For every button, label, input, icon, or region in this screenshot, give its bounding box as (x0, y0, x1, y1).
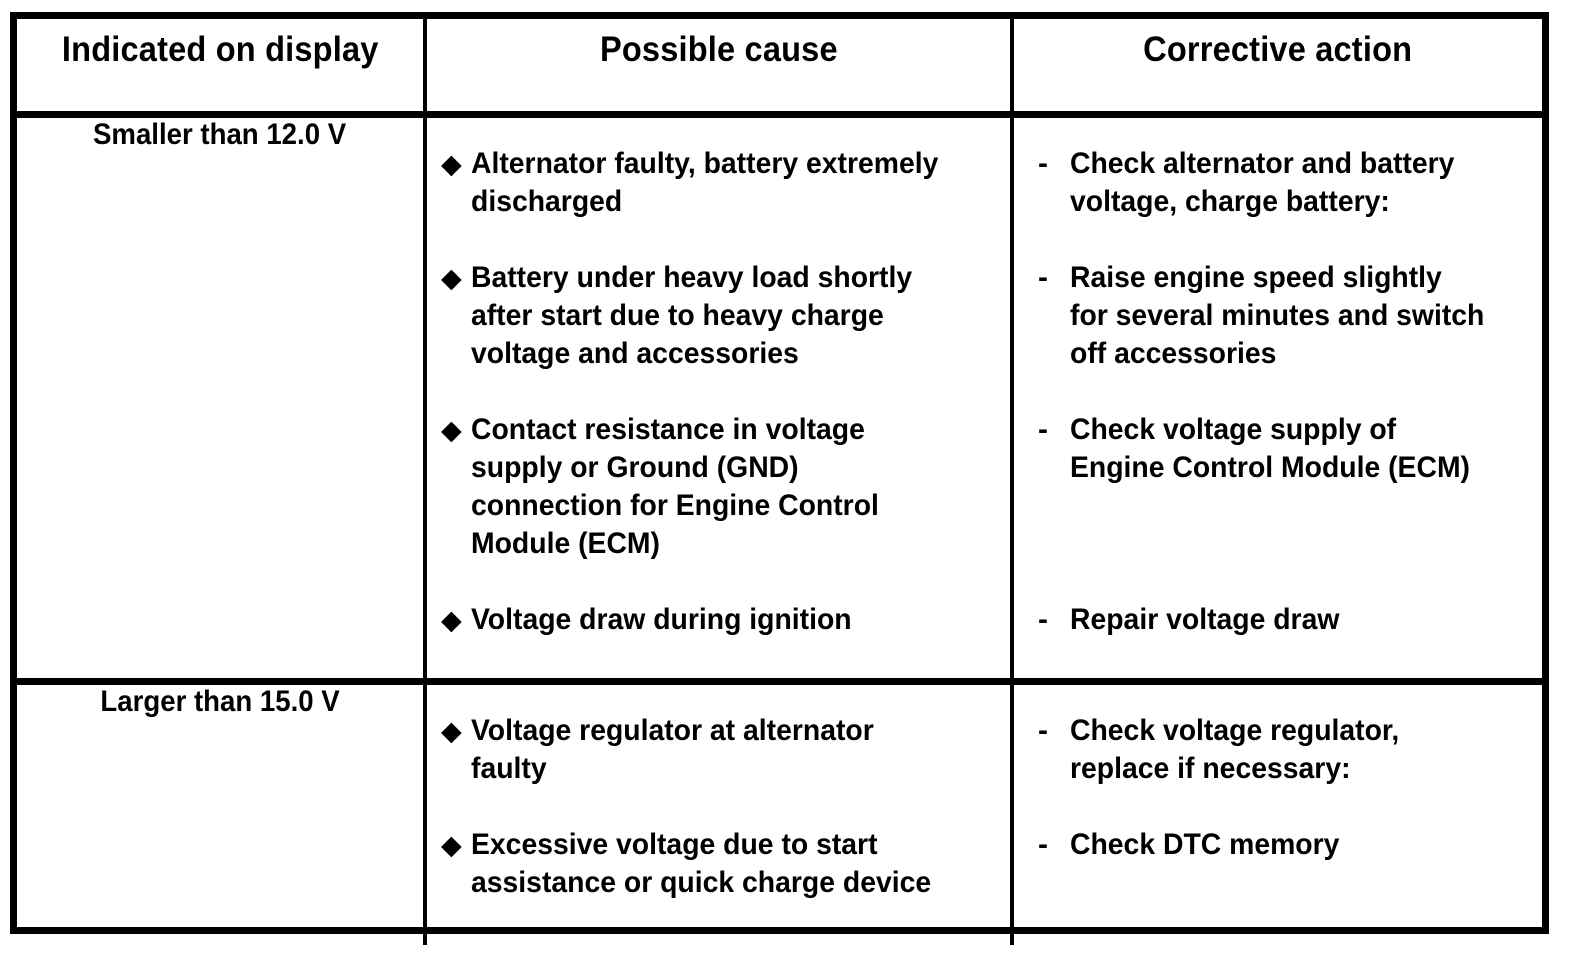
cause-list: ◆ Voltage regulator at alternator faulty… (427, 685, 1010, 902)
cell-indicated-condition: Larger than 15.0 V (17, 681, 427, 945)
diamond-bullet-icon: ◆ (441, 716, 462, 746)
action-text: Check voltage regulator, replace if nece… (1070, 714, 1400, 785)
list-item: ◆ Battery under heavy load shortly after… (441, 259, 1000, 373)
column-header-indicated-on-display: Indicated on display (17, 19, 427, 118)
dash-bullet-icon: - (1038, 413, 1048, 446)
action-text: Repair voltage draw (1070, 603, 1340, 636)
list-item: ◆ Voltage regulator at alternator faulty (441, 712, 1000, 788)
list-item: - Check voltage supply of Engine Control… (1038, 411, 1532, 487)
cell-possible-causes: ◆ Alternator faulty, battery extremely d… (425, 114, 1014, 685)
indicated-condition-value: Larger than 15.0 V (100, 685, 340, 718)
action-text: Check DTC memory (1070, 828, 1340, 861)
list-item: - Check alternator and battery voltage, … (1038, 145, 1532, 221)
diamond-bullet-icon: ◆ (441, 263, 462, 293)
table-row: Smaller than 12.0 V ◆ Alternator faulty,… (17, 114, 1542, 685)
spacer (1038, 221, 1532, 259)
cell-corrective-actions: - Check voltage regulator, replace if ne… (1012, 682, 1542, 946)
cell-corrective-actions: - Check alternator and battery voltage, … (1012, 114, 1542, 685)
column-header-corrective-action: Corrective action (1012, 19, 1542, 118)
dash-bullet-icon: - (1038, 828, 1048, 861)
action-list: - Check voltage regulator, replace if ne… (1014, 685, 1542, 864)
table-header-row: Indicated on display Possible cause Corr… (17, 19, 1542, 118)
diagnostic-table: Indicated on display Possible cause Corr… (17, 19, 1542, 945)
diamond-bullet-icon: ◆ (441, 415, 462, 445)
cause-text: Voltage regulator at alternator faulty (471, 714, 874, 785)
dash-bullet-icon: - (1038, 147, 1048, 180)
list-item: ◆ Voltage draw during ignition (441, 601, 1000, 639)
spacer (441, 373, 1000, 411)
spacer (1038, 788, 1532, 826)
cause-text: Voltage draw during ignition (471, 603, 852, 636)
cell-possible-causes: ◆ Voltage regulator at alternator faulty… (425, 681, 1014, 945)
diagnostic-table-frame: Indicated on display Possible cause Corr… (10, 12, 1549, 945)
list-item: ◆ Excessive voltage due to start assista… (441, 826, 1000, 902)
list-item: - Check voltage regulator, replace if ne… (1038, 712, 1532, 788)
diamond-bullet-icon: ◆ (441, 605, 462, 635)
column-header-cause-label: Possible cause (599, 30, 838, 69)
column-header-indicated-label: Indicated on display (61, 30, 379, 69)
list-item: - Repair voltage draw (1038, 601, 1532, 639)
list-item: - Check DTC memory (1038, 826, 1532, 864)
spacer (441, 563, 1000, 601)
cause-text: Battery under heavy load shortly after s… (471, 261, 913, 370)
action-list: - Check alternator and battery voltage, … (1014, 118, 1542, 639)
spacer (441, 221, 1000, 259)
diamond-bullet-icon: ◆ (441, 149, 462, 179)
column-header-action-label: Corrective action (1143, 30, 1413, 69)
dash-bullet-icon: - (1038, 603, 1048, 636)
spacer (1038, 373, 1532, 411)
list-item: - Raise engine speed slightly for severa… (1038, 259, 1532, 373)
cause-text: Contact resistance in voltage supply or … (471, 413, 879, 560)
dash-bullet-icon: - (1038, 714, 1048, 747)
table-row: Larger than 15.0 V ◆ Voltage regulator a… (17, 681, 1542, 946)
action-text: Check alternator and battery voltage, ch… (1070, 147, 1455, 218)
list-item: ◆ Alternator faulty, battery extremely d… (441, 145, 1000, 221)
spacer (441, 788, 1000, 826)
dash-bullet-icon: - (1038, 261, 1048, 294)
diamond-bullet-icon: ◆ (441, 830, 462, 860)
list-item: ◆ Contact resistance in voltage supply o… (441, 411, 1000, 563)
cell-indicated-condition: Smaller than 12.0 V (17, 114, 427, 685)
indicated-condition-value: Smaller than 12.0 V (93, 118, 347, 151)
cause-text: Excessive voltage due to start assistanc… (471, 828, 932, 899)
column-header-possible-cause: Possible cause (425, 19, 1014, 118)
cause-list: ◆ Alternator faulty, battery extremely d… (427, 118, 1010, 639)
action-text: Check voltage supply of Engine Control M… (1070, 413, 1471, 484)
cause-text: Alternator faulty, battery extremely dis… (471, 147, 939, 218)
spacer (1038, 487, 1532, 601)
action-text: Raise engine speed slightly for several … (1070, 261, 1485, 370)
